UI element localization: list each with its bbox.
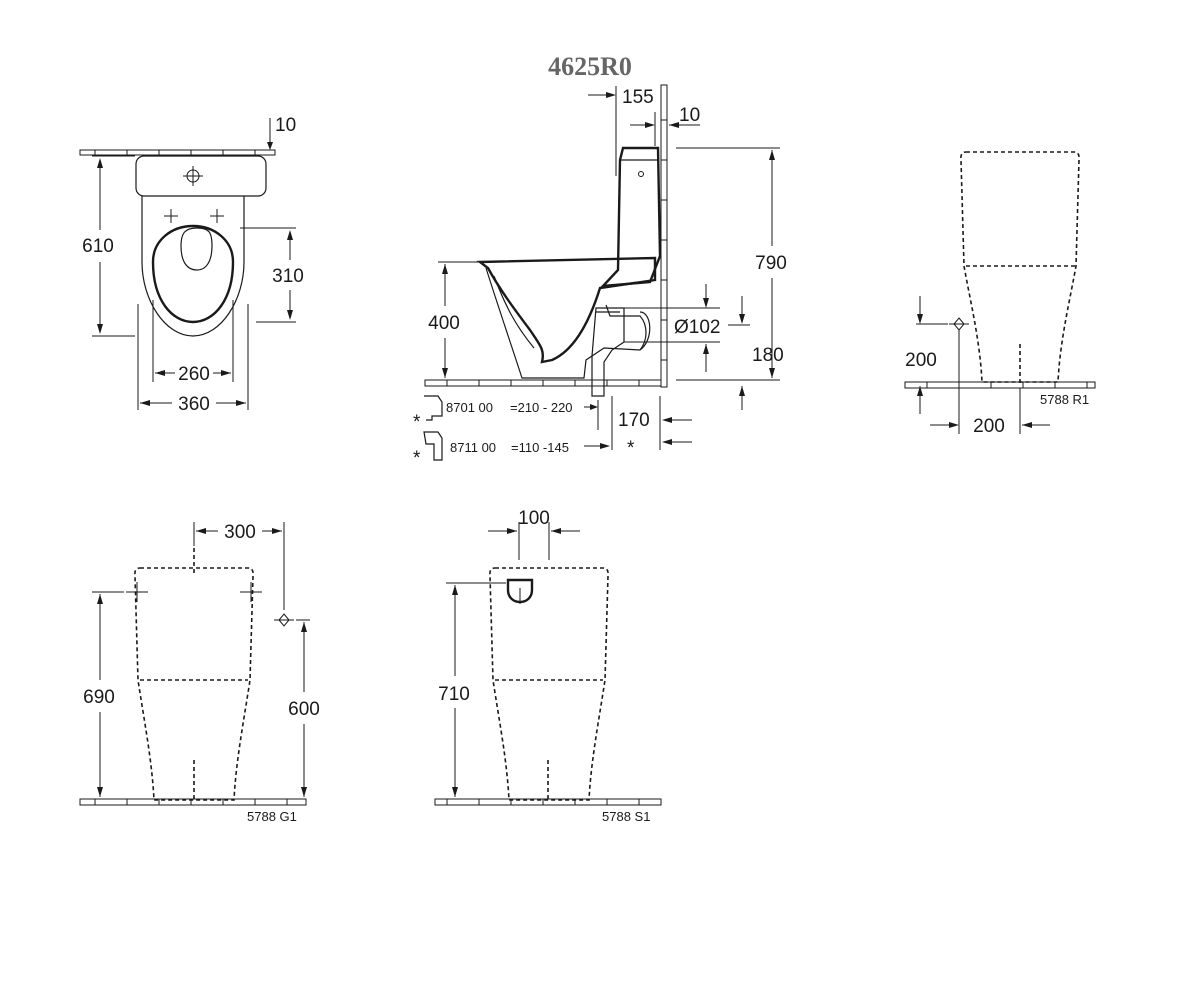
- view-s1-outline: [489, 567, 609, 801]
- top-view-seat: [151, 224, 235, 324]
- dim-side-seat-height: 400: [428, 313, 460, 334]
- side-view: 155 10 790 400 Ø102: [413, 84, 787, 469]
- dim-top-inner-width: 260: [178, 364, 210, 385]
- dim-side-total-height: 790: [755, 253, 787, 274]
- top-view-cistern: [135, 155, 267, 197]
- flush-button-icon: [183, 166, 203, 186]
- connector-8701-code: 8701 00: [446, 400, 493, 415]
- view-g1-floor: [79, 798, 307, 806]
- side-view-floor: [424, 379, 666, 387]
- connector-8701-icon: [424, 395, 443, 421]
- view-g1-label: 5788 G1: [247, 809, 297, 824]
- connector-8711-range: =110 -145: [511, 440, 569, 455]
- connector-8711-icon: [423, 431, 443, 461]
- dim-s1-height: 710: [438, 684, 470, 705]
- connector-8711-code: 8711 00: [450, 440, 496, 455]
- top-view: 10 610 310 260 360: [79, 115, 304, 415]
- side-view-bowl: [476, 256, 657, 364]
- view-g1: 300 690 600 5788 G1: [79, 522, 320, 824]
- connector-8711-star: *: [413, 448, 421, 469]
- dim-side-cistern-offset: 155: [622, 87, 654, 108]
- dim-side-outlet-height: 180: [752, 345, 784, 366]
- rear-inlet-icon: [506, 578, 534, 604]
- side-view-bowl-outer: [485, 267, 647, 379]
- side-view-outlet-pipe: [591, 307, 625, 397]
- inlet-marker-icon: [949, 317, 969, 331]
- dim-top-seat-offset: 310: [272, 266, 304, 287]
- top-view-bowl: [141, 196, 245, 337]
- dim-r1-inlet-height: 200: [905, 350, 937, 371]
- dim-side-outlet-diameter: Ø102: [674, 317, 720, 338]
- connector-8701-star: *: [413, 412, 421, 433]
- inlet-marker-icon: [126, 582, 294, 627]
- view-s1-floor: [434, 798, 662, 806]
- dim-top-outer-width: 360: [178, 394, 210, 415]
- dim-r1-inlet-offset: 200: [973, 416, 1005, 437]
- dim-top-depth: 610: [82, 236, 114, 257]
- hinge-mark-icon: [164, 209, 224, 223]
- connector-8701: * 8701 00 =210 - 220: [413, 395, 598, 433]
- side-view-wall: [660, 84, 668, 388]
- top-view-wall: [79, 149, 276, 156]
- dim-side-wall-gap: 10: [679, 105, 700, 126]
- dim-g1-width: 300: [224, 522, 256, 543]
- dim-side-outlet-depth: 170: [618, 410, 650, 431]
- connector-8701-range: =210 - 220: [510, 400, 573, 415]
- view-s1-label: 5788 S1: [602, 809, 650, 824]
- side-view-cistern: [599, 146, 662, 288]
- connector-8711: * 8711 00 =110 -145: [413, 431, 610, 469]
- model-title: 4625R0: [548, 52, 632, 81]
- view-r1-label: 5788 R1: [1040, 392, 1089, 407]
- dim-s1-width: 100: [518, 508, 550, 529]
- view-g1-outline: [134, 567, 254, 801]
- view-r1-floor: [904, 381, 1096, 389]
- view-s1: 100 710 5788 S1: [434, 508, 662, 824]
- view-r1: 200 200 5788 R1: [904, 151, 1096, 437]
- top-view-lid-hole: [180, 227, 213, 271]
- dim-g1-height-right: 600: [288, 699, 320, 720]
- dim-side-asterisk: *: [627, 438, 635, 459]
- dim-top-wall-gap: 10: [275, 115, 296, 136]
- dim-g1-height-left: 690: [83, 687, 115, 708]
